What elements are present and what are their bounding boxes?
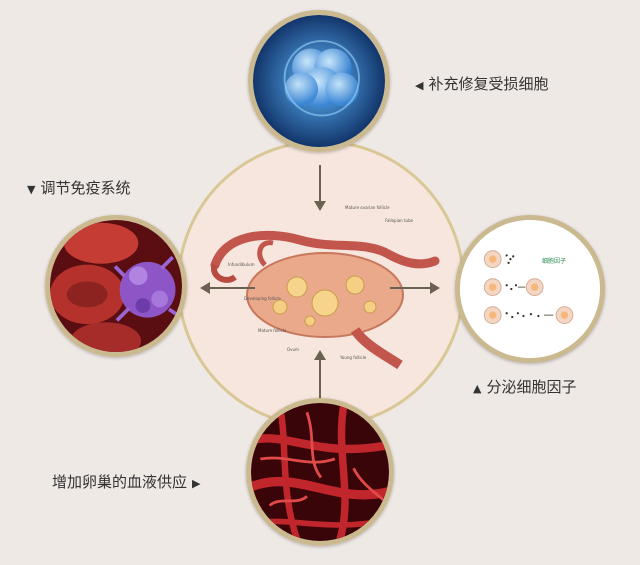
immune-cell-image bbox=[45, 215, 187, 357]
ovary-illustration bbox=[210, 230, 440, 370]
arrow-up-icon bbox=[314, 350, 326, 400]
label-text: 分泌细胞因子 bbox=[486, 378, 577, 396]
cytokine-panel-label: 细胞因子 bbox=[542, 258, 567, 265]
label-blood-supply: 增加卵巢的血液供应 ▶ bbox=[52, 475, 205, 490]
annotation: Ovum bbox=[287, 347, 299, 352]
arrow-left-icon bbox=[200, 282, 255, 294]
triangle-left-icon: ◀ bbox=[415, 79, 424, 92]
label-repair-cells: ◀ 补充修复受损细胞 bbox=[410, 77, 548, 92]
label-text: 补充修复受损细胞 bbox=[428, 75, 549, 93]
annotation: Fallopian tube bbox=[385, 218, 414, 223]
label-text: 增加卵巢的血液供应 bbox=[52, 473, 188, 491]
annotation: Mature follicle bbox=[258, 328, 287, 333]
stem-cell-image bbox=[248, 10, 390, 152]
cytokine-diagram-image: 细胞因子 bbox=[455, 215, 605, 363]
label-cytokines: ▲ 分泌细胞因子 bbox=[468, 380, 576, 395]
arrow-down-icon bbox=[314, 165, 326, 211]
label-text: 调节免疫系统 bbox=[40, 179, 131, 197]
arrow-right-icon bbox=[390, 282, 440, 294]
triangle-down-icon: ▼ bbox=[27, 183, 36, 196]
annotation: Infundibulum bbox=[228, 262, 255, 267]
annotation: Developing follicle bbox=[244, 296, 281, 301]
triangle-right-icon: ▶ bbox=[192, 477, 201, 490]
triangle-up-icon: ▲ bbox=[473, 382, 482, 395]
annotation: Mature ovarian follicle bbox=[345, 205, 390, 210]
annotation: Young follicle bbox=[340, 355, 367, 360]
blood-vessel-image bbox=[246, 398, 394, 546]
label-immune: ▼ 调节免疫系统 bbox=[22, 181, 130, 196]
